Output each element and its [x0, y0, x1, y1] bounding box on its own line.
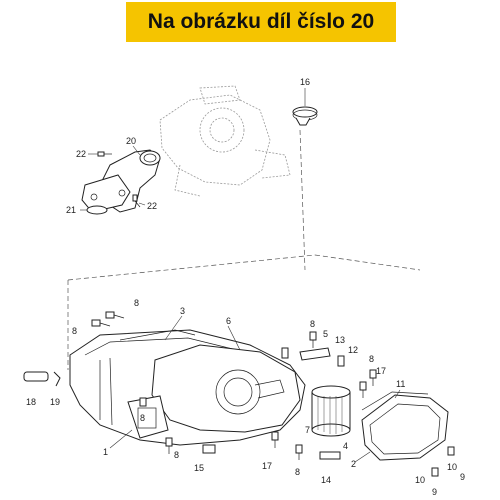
clip-part-5 [281, 347, 289, 359]
callout-15: 15 [194, 463, 204, 473]
assembly-guide-lines [67, 129, 421, 370]
callout-16: 16 [300, 77, 310, 87]
breather-hose-part-13 [299, 347, 331, 361]
callout-9-b: 9 [432, 487, 437, 497]
callout-8-e: 8 [140, 413, 145, 423]
callout-8-d: 8 [369, 354, 374, 364]
bolts-part-17 [271, 381, 367, 448]
callout-1: 1 [103, 447, 108, 457]
callout-20: 20 [126, 136, 136, 146]
callout-11: 11 [396, 379, 405, 389]
clip-part-19 [53, 371, 61, 387]
callout-5: 5 [323, 329, 328, 339]
bolts-part-8 [91, 311, 377, 460]
callout-9-a: 9 [460, 472, 465, 482]
screw-part-22-lower [132, 194, 141, 208]
filter-element-part-4 [311, 385, 351, 437]
callout-8-b: 8 [72, 326, 77, 336]
callout-18: 18 [26, 397, 36, 407]
hose-part-18 [23, 371, 49, 382]
callout-17-b: 17 [262, 461, 272, 471]
element-cover-part-2 [361, 394, 449, 461]
callout-8-f: 8 [174, 450, 179, 460]
callout-10-a: 10 [447, 462, 457, 472]
callout-19: 19 [50, 397, 60, 407]
part-number-banner: Na obrázku díl číslo 20 [126, 2, 396, 42]
callout-4: 4 [343, 441, 348, 451]
callout-14: 14 [321, 475, 331, 485]
callout-2: 2 [351, 459, 356, 469]
seal-part-11 [361, 391, 429, 411]
callout-13: 13 [335, 335, 345, 345]
plug-part-15 [202, 444, 216, 454]
filter-cover-part-6 [151, 344, 301, 433]
bolts-part-10 [431, 446, 455, 477]
callout-22-lower: 22 [147, 201, 157, 211]
plug-part-14 [319, 451, 341, 460]
callout-22-upper: 22 [76, 149, 86, 159]
callout-8-c: 8 [310, 319, 315, 329]
screw-part-22-upper [97, 151, 112, 157]
hose-clamp-part-16 [292, 106, 318, 126]
callout-10-b: 10 [415, 475, 425, 485]
callout-12: 12 [348, 345, 358, 355]
callout-6: 6 [226, 316, 231, 326]
duct-part-7 [127, 395, 169, 439]
intake-joint-part-20 [81, 149, 161, 213]
gasket-part-3 [119, 329, 196, 341]
carburetor-ghost [159, 85, 291, 197]
callout-17-a: 17 [376, 366, 386, 376]
callout-21: 21 [66, 205, 76, 215]
callout-labels: 16 20 22 22 21 8 8 3 6 8 5 13 12 8 17 11… [26, 77, 465, 497]
callout-8-a: 8 [134, 298, 139, 308]
callout-8-g: 8 [295, 467, 300, 477]
clip-part-12 [337, 355, 345, 367]
callout-3: 3 [180, 306, 185, 316]
callout-7: 7 [305, 425, 310, 435]
o-ring-part-21 [86, 205, 108, 215]
leader-lines [80, 88, 401, 463]
banner-text: Na obrázku díl číslo 20 [147, 10, 375, 33]
